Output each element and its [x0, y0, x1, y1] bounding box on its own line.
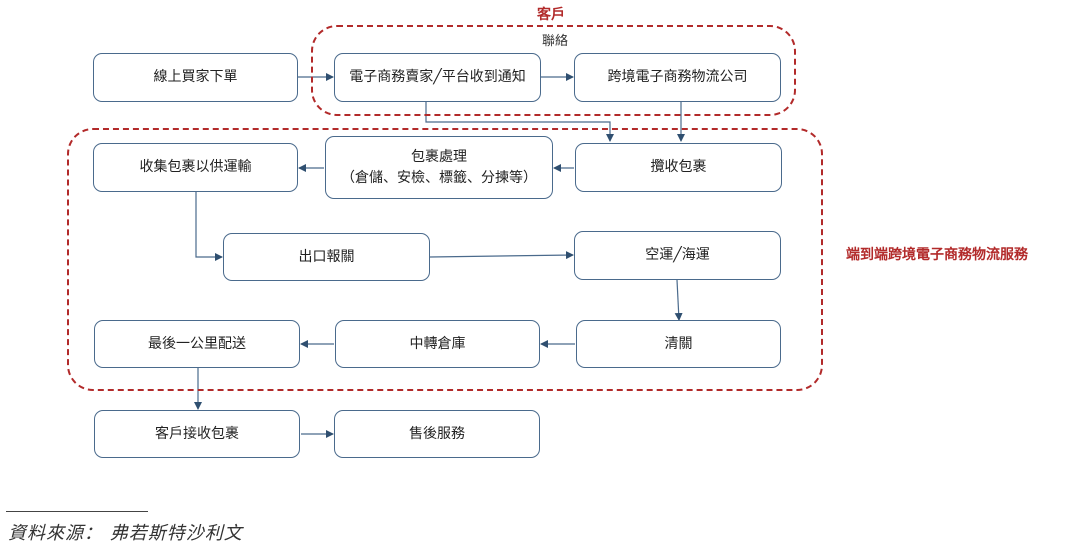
arrow-platform-to-pickup — [425, 102, 614, 142]
node-last-mile: 最後一公里配送 — [94, 320, 300, 368]
parcel-processing-title: 包裹處理 — [411, 149, 467, 166]
arrow-airsea-to-clearance — [674, 279, 683, 321]
source-note: 資料來源： 弗若斯特沙利文 — [8, 523, 243, 544]
arrow-collect-to-export — [195, 192, 223, 261]
node-air-sea: 空運╱海運 — [574, 231, 781, 280]
contact-label: 聯絡 — [542, 34, 569, 49]
service-label: 端到端跨境電子商務物流服務 — [846, 247, 1028, 263]
arrow-export-to-airsea — [429, 251, 574, 260]
customer-contact-region — [311, 25, 796, 116]
end-to-end-service-region — [67, 128, 823, 391]
node-pickup: 攬收包裹 — [575, 143, 782, 192]
node-clearance: 清關 — [576, 320, 781, 368]
logistics-flow-diagram: 客戶 聯絡 端到端跨境電子商務物流服務 線上買家下單 電子商務賣家╱平台收到通知… — [67, 7, 1028, 458]
node-export-customs: 出口報關 — [223, 233, 430, 281]
node-transit-warehouse: 中轉倉庫 — [335, 320, 540, 368]
node-logistics-company: 跨境電子商務物流公司 — [574, 53, 781, 102]
node-after-sales: 售後服務 — [334, 410, 540, 458]
source-divider — [6, 511, 148, 512]
node-online-order: 線上買家下單 — [93, 53, 298, 102]
node-customer-receive: 客戶接收包裹 — [94, 410, 300, 458]
node-platform-notice: 電子商務賣家╱平台收到通知 — [334, 53, 541, 102]
parcel-processing-detail: （倉儲、安檢、標籤、分揀等） — [341, 169, 537, 186]
node-parcel-processing: 包裹處理 （倉儲、安檢、標籤、分揀等） — [325, 136, 553, 199]
connector-layer — [194, 73, 685, 438]
node-collect-for-transport: 收集包裹以供運輸 — [93, 143, 298, 192]
customer-label: 客戶 — [537, 7, 565, 23]
